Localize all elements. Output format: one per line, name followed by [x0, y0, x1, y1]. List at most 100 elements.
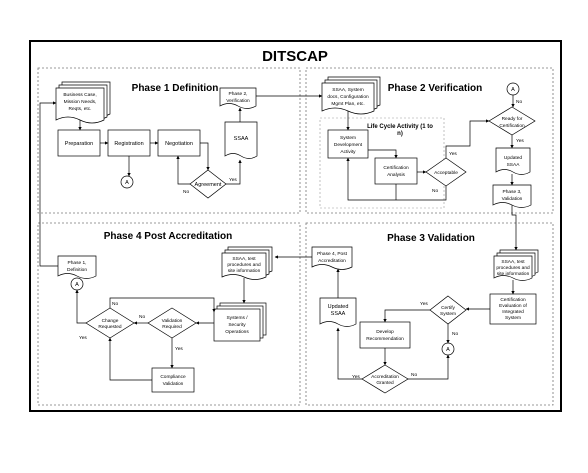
p1-ssaa-label: SSAA — [234, 136, 249, 142]
p3-certeval-line1: Certification — [500, 297, 526, 303]
p3-develop-line1: Develop — [376, 329, 394, 335]
p4-change-no: No — [112, 301, 118, 307]
p3-updated-ssaa-document: Updated SSAA — [319, 297, 357, 327]
p1-docs-line2: Mission Needs, — [64, 99, 97, 105]
p3-certify-no: No — [452, 331, 458, 337]
p4-validation-yes: Yes — [175, 346, 183, 352]
p1-registration-label: Registration — [114, 141, 143, 147]
p4-validation-decision: Validation Required — [147, 307, 197, 339]
p3-connector-label: A — [446, 347, 450, 353]
p2-certanalysis-line1: Certification — [383, 165, 409, 171]
p3-docs-line3: site information — [497, 271, 530, 277]
p4-phase1-document: Phase 1, Definition — [57, 255, 97, 279]
p4-change-line1: Change — [102, 318, 119, 324]
p3-phase4-document: Phase 4, Post Accreditation — [311, 246, 353, 270]
p2-acceptable-yes: Yes — [449, 151, 457, 157]
p4-compliance-line1: Compliance — [160, 374, 186, 380]
phase4-title: Phase 4 Post Accreditation — [104, 231, 233, 242]
p1-phase2-line2: Verification — [226, 98, 250, 104]
p1-preparation-box: Preparation — [57, 129, 101, 157]
p3-updated-ssaa-line1: Updated — [328, 304, 349, 310]
phase3-title: Phase 3 Validation — [387, 233, 475, 244]
p3-certeval-line3: Integrated — [502, 309, 524, 315]
p2-acceptable-decision: Acceptable — [425, 157, 467, 187]
p3-input-documents: SSAA, test procedures and site informati… — [493, 249, 539, 281]
p2-connector-label: A — [511, 87, 515, 93]
p3-phase4-line1: Phase 4, Post — [317, 251, 348, 257]
p2-docs-line3: Mgmt Plan, etc. — [331, 101, 364, 107]
p2-lifecycle-line2: n) — [397, 131, 403, 137]
p4-validation-line1: Validation — [162, 318, 183, 324]
p1-connector-label: A — [125, 180, 129, 186]
p3-connector-a: A — [441, 342, 455, 356]
p2-ready-line2: Certification — [499, 123, 525, 129]
p4-docs-line2: procedures and — [227, 262, 261, 268]
p3-certify-line2: System — [440, 311, 456, 317]
p2-docs-line2: docs, Configuration — [327, 94, 369, 100]
p1-docs-line3: Reqts, etc. — [69, 106, 92, 112]
p1-negotiation-label: Negotiation — [165, 141, 193, 147]
p2-acceptable-no: No — [432, 188, 438, 194]
p4-change-yes: Yes — [79, 335, 87, 341]
p2-updated-ssaa-line1: Updated — [504, 155, 522, 161]
p2-ready-yes: Yes — [516, 138, 524, 144]
p2-connector-a: A — [506, 82, 520, 96]
p2-lifecycle-line1: Life Cycle Activity (1 to — [367, 124, 433, 130]
p1-phase2-line1: Phase 2, — [229, 91, 248, 97]
p4-phase1-line2: Definition — [67, 267, 87, 273]
p3-updated-ssaa-line2: SSAA — [331, 311, 346, 317]
p4-change-line2: Requested — [98, 324, 122, 330]
outer-frame — [29, 40, 562, 412]
phase2-title: Phase 2 Verification — [388, 83, 483, 94]
p1-yes-label: Yes — [229, 177, 237, 183]
p1-preparation-label: Preparation — [65, 141, 93, 147]
p2-ready-decision: Ready for Certification — [488, 106, 536, 136]
p3-certify-yes: Yes — [420, 301, 428, 307]
p1-ssaa-document: SSAA — [224, 121, 258, 159]
p1-agreement-decision: Agreement — [189, 169, 227, 199]
p2-updated-ssaa-line2: SSAA — [507, 162, 521, 168]
p3-certify-line1: Certify — [441, 305, 455, 311]
p2-certanalysis-line2: Analysis — [387, 172, 405, 178]
p4-connectors — [39, 101, 246, 381]
p3-connectors — [274, 255, 515, 380]
phase3-panel — [305, 222, 554, 406]
phase1-panel — [37, 67, 301, 214]
p4-compliance-box: Compliance Validation — [151, 367, 195, 393]
p3-certeval-line2: Evaluation of — [499, 303, 527, 309]
p2-sysdev-line3: Activity — [340, 149, 356, 155]
p4-docs-line1: SSAA, test — [232, 256, 256, 262]
p3-accreditation-decision: Accreditation Granted — [361, 364, 409, 394]
p4-connector-a: A — [70, 277, 84, 291]
p1-registration-box: Registration — [107, 129, 151, 157]
p3-docs-line2: procedures and — [496, 265, 530, 271]
p2-phase3-document: Phase 3, Validation — [492, 184, 532, 208]
phase4-panel — [37, 222, 301, 406]
p3-accreditation-no: No — [411, 372, 417, 378]
p4-compliance-line2: Validation — [163, 381, 184, 387]
p4-input-documents: SSAA, test procedures and site informati… — [221, 246, 273, 280]
diagram-title: DITSCAP — [262, 48, 328, 65]
p2-phase3-line1: Phase 3, — [503, 189, 522, 195]
p3-docs-line1: SSAA, test — [501, 259, 525, 265]
p4-systems-operations-stack: Systems / Security Operations — [213, 302, 267, 342]
p2-system-development-box: System Development Activity — [327, 129, 369, 159]
p3-certeval-line4: System — [505, 315, 521, 321]
p4-systems-line2: Security — [228, 322, 246, 328]
phase1-title: Phase 1 Definition — [132, 83, 219, 94]
p2-acceptable-label: Acceptable — [434, 170, 458, 176]
p2-sysdev-line1: System — [340, 135, 356, 141]
p4-docs-line3: site information — [228, 268, 261, 274]
p1-phase2-document: Phase 2, Verification — [219, 87, 257, 109]
p4-connector-label: A — [75, 282, 79, 288]
p1-connectors — [78, 94, 323, 185]
p2-certification-analysis-box: Certification Analysis — [374, 157, 418, 185]
p2-input-documents: SSAA, System docs, Configuration Mgmt Pl… — [321, 76, 381, 115]
p2-ready-no: No — [516, 99, 522, 105]
p2-ready-line1: Ready for — [502, 116, 523, 122]
p3-develop-recommendation-box: Develop Recommendation — [359, 321, 411, 349]
p3-phase4-line2: Accreditation — [318, 258, 346, 264]
p3-accreditation-yes: Yes — [352, 374, 360, 380]
p3-accreditation-line2: Granted — [376, 380, 394, 386]
